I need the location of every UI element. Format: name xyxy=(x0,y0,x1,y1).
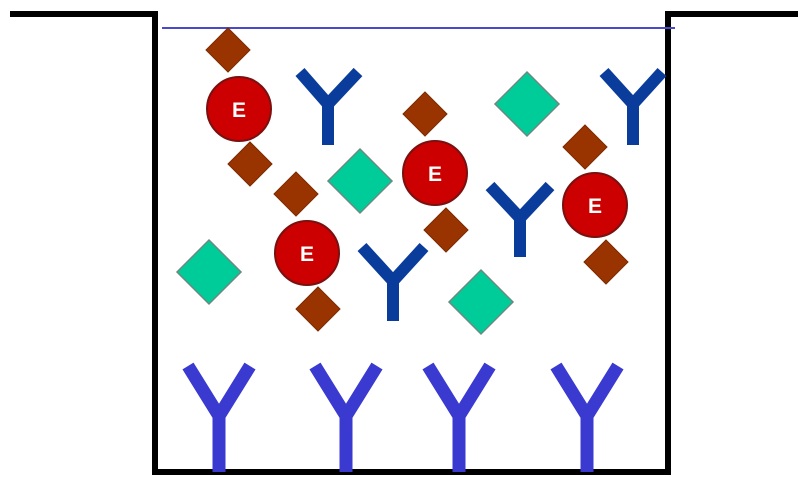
capture-antibodies xyxy=(182,362,624,472)
capture-antibody xyxy=(422,362,496,472)
substrate-diamond xyxy=(205,27,251,73)
capture-antibody xyxy=(309,362,383,472)
substrate-diamond xyxy=(295,286,341,332)
free-antibodies xyxy=(295,67,667,321)
substrate-diamond xyxy=(562,124,608,170)
antigens xyxy=(175,70,561,336)
substrate-diamond xyxy=(227,141,273,187)
enzyme-label: E xyxy=(428,163,442,186)
enzyme-label: E xyxy=(300,243,314,266)
substrate-diamond xyxy=(423,207,469,253)
antigen-diamond xyxy=(175,238,243,306)
enzyme: E xyxy=(562,172,628,238)
enzyme: E xyxy=(206,76,272,142)
enzyme: E xyxy=(402,140,468,206)
free-antibody xyxy=(295,67,363,145)
capture-antibody xyxy=(550,362,624,472)
capture-antibody xyxy=(182,362,256,472)
free-antibody xyxy=(485,181,555,257)
enzyme-label: E xyxy=(232,99,246,122)
enzyme-label: E xyxy=(588,195,602,218)
substrate-diamond xyxy=(402,91,448,137)
free-antibody xyxy=(599,67,667,145)
substrates xyxy=(205,27,629,332)
well-wall xyxy=(10,11,798,475)
substrate-diamond xyxy=(273,171,319,217)
free-antibody xyxy=(357,242,429,321)
antigen-diamond xyxy=(447,268,515,336)
enzymes: E E E E xyxy=(206,76,628,286)
enzyme: E xyxy=(274,220,340,286)
substrate-diamond xyxy=(583,239,629,285)
antigen-diamond xyxy=(493,70,561,138)
antigen-diamond xyxy=(326,147,394,215)
